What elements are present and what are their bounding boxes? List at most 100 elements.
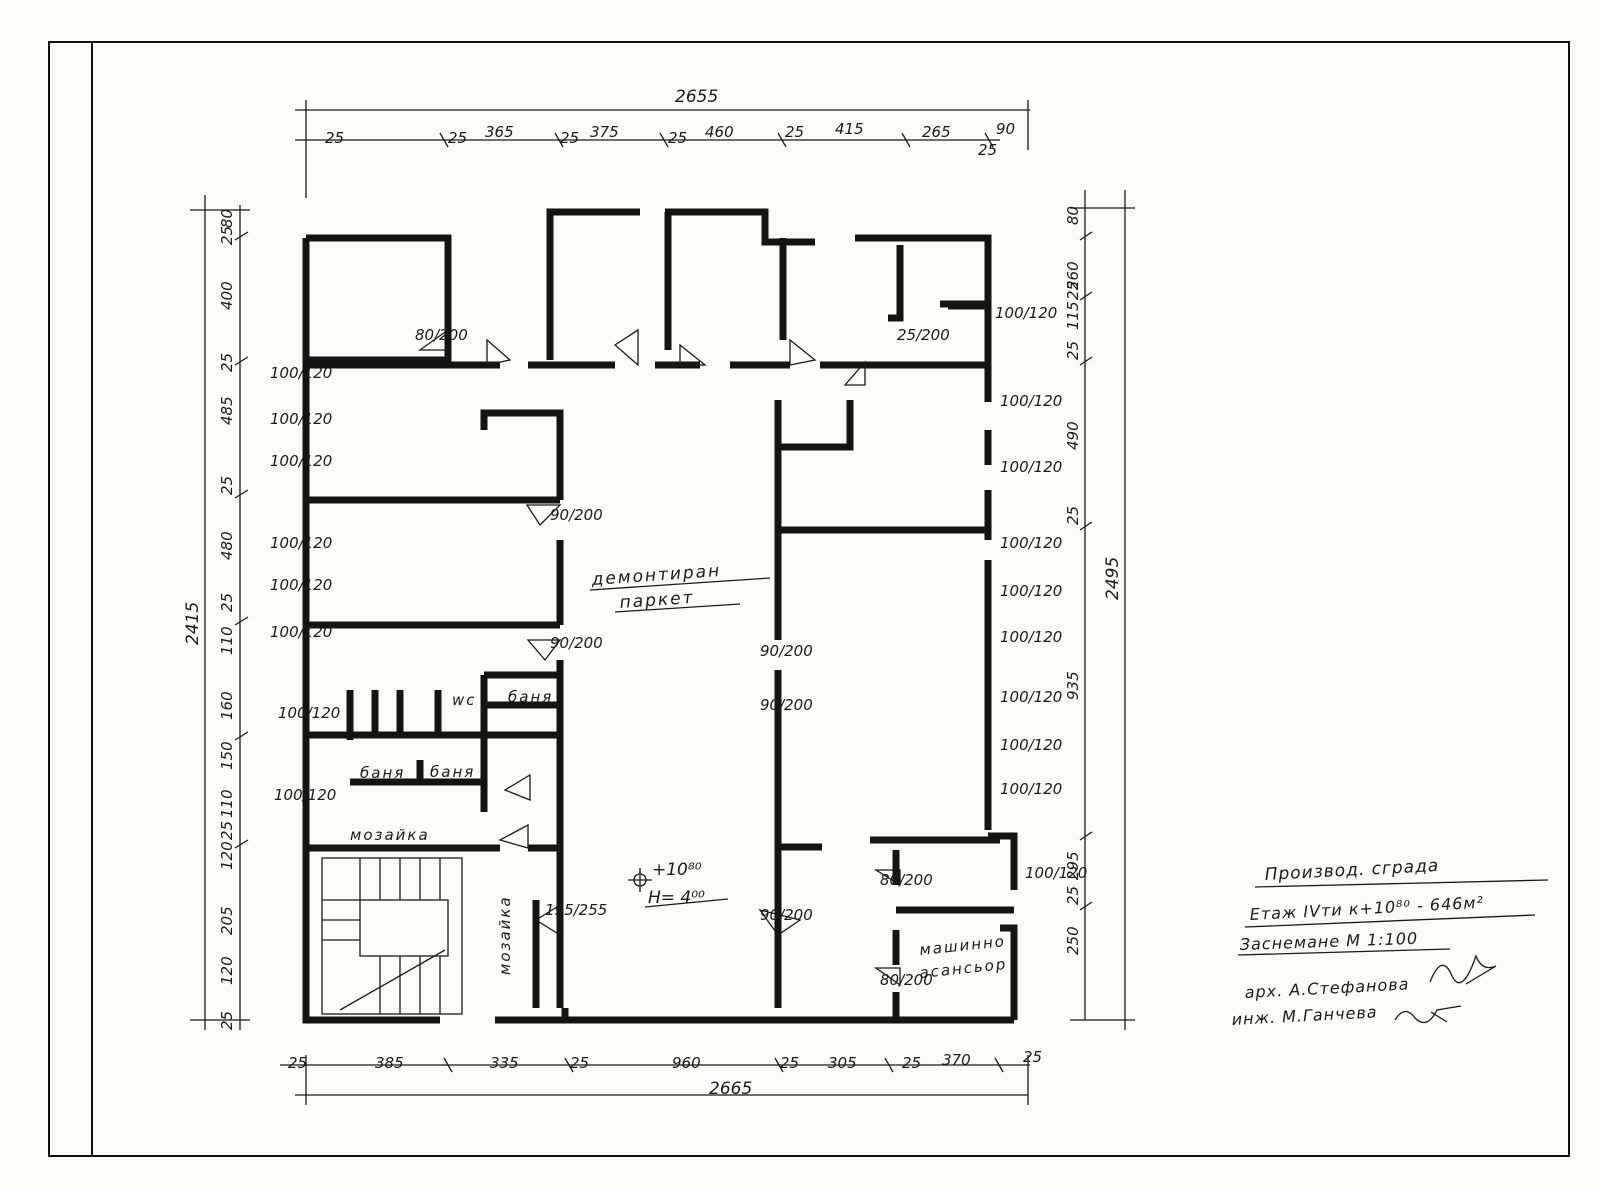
opening-size-label: 100/120 xyxy=(995,304,1057,322)
side-dim: 25 xyxy=(1064,341,1082,360)
opening-size-label: 100/120 xyxy=(1000,534,1062,552)
opening-size-label: 90/200 xyxy=(760,642,813,660)
side-dim: 480 xyxy=(218,531,236,560)
top-dim: 460 xyxy=(705,123,734,141)
side-dim: 25 xyxy=(1064,506,1082,525)
top-dim: 25 xyxy=(560,129,579,147)
door-swings xyxy=(417,328,901,987)
opening-size-label: 25/200 xyxy=(897,326,950,344)
room-label-mosaic-vertical: мозайка xyxy=(496,895,514,975)
opening-size-label: 100/120 xyxy=(1000,688,1062,706)
opening-size-label: 100/120 xyxy=(270,452,332,470)
room-label-mosaic: мозайка xyxy=(350,826,430,844)
opening-size-label: 80/200 xyxy=(880,871,933,889)
top-dim: 25 xyxy=(978,141,997,159)
side-dim: 25 xyxy=(218,593,236,612)
opening-size-label: 100/120 xyxy=(270,576,332,594)
side-dim: 80 xyxy=(1064,206,1082,225)
side-dim: 490 xyxy=(1064,421,1082,450)
bottom-dim: 335 xyxy=(490,1054,519,1072)
bottom-dim: 960 xyxy=(672,1054,701,1072)
top-dim: 265 xyxy=(922,123,951,141)
side-dim: 25 xyxy=(218,1011,236,1030)
total-dim: 2495 xyxy=(1103,557,1123,600)
bottom-dim: 370 xyxy=(942,1051,971,1069)
architect-signature xyxy=(1429,954,1497,985)
opening-annotations: 100/120 100/120 100/120 100/120 100/120 100/1… xyxy=(270,304,1087,989)
engineer-signature xyxy=(1394,1005,1462,1024)
side-dim: 120 xyxy=(218,841,236,870)
bottom-dim: 25 xyxy=(780,1054,799,1072)
side-dim: 295 xyxy=(1064,851,1082,880)
side-dim: 160 xyxy=(218,691,236,720)
side-dim: 150 xyxy=(218,741,236,770)
top-dim: 365 xyxy=(485,123,514,141)
room-label-bath: баня xyxy=(508,688,553,706)
room-label-wc: wc xyxy=(452,691,477,709)
top-dim: 25 xyxy=(668,129,687,147)
bottom-dim: 25 xyxy=(570,1054,589,1072)
side-dim: 25 xyxy=(1064,281,1082,300)
room-label-bath: баня xyxy=(430,763,475,781)
top-dim: 25 xyxy=(325,129,344,147)
opening-size-label: 90/200 xyxy=(760,906,813,924)
opening-size-label: 100/120 xyxy=(1025,864,1087,882)
bottom-dim: 385 xyxy=(375,1054,404,1072)
side-dim: 205 xyxy=(218,906,236,935)
top-dimensions: 2655 25 25 365 25 375 25 460 25 415 265 … xyxy=(325,87,1015,159)
top-total-dim: 2655 xyxy=(675,87,718,107)
side-dim: 115 xyxy=(1064,301,1082,330)
bottom-total-dim: 2665 xyxy=(709,1079,752,1099)
opening-size-label: 100/120 xyxy=(270,410,332,428)
building-walls xyxy=(302,208,1018,1024)
side-dim: 25 xyxy=(218,353,236,372)
bottom-dim: 25 xyxy=(288,1054,307,1072)
opening-size-label: 100/120 xyxy=(1000,628,1062,646)
title-block: Производ. сграда Етаж IVти к+10⁸⁰ - 646м… xyxy=(1231,856,1549,1029)
side-dim: 25 xyxy=(218,821,236,840)
opening-size-label: 100/120 xyxy=(270,364,332,382)
side-dim: 935 xyxy=(1064,671,1082,700)
side-dim: 110 xyxy=(218,626,236,655)
room-label-machine: машинно xyxy=(919,932,1007,959)
opening-size-label: 100/120 xyxy=(1000,582,1062,600)
architect-name: арх. А.Стефанова xyxy=(1244,974,1410,1002)
title-floor: Етаж IVти к+10⁸⁰ - 646м² xyxy=(1249,893,1484,924)
room-label-bath: баня xyxy=(360,764,405,782)
opening-size-label: 100/120 xyxy=(1000,780,1062,798)
side-dim: 110 xyxy=(218,789,236,818)
side-dim: 25 xyxy=(218,476,236,495)
opening-size-label: 80/200 xyxy=(880,971,933,989)
opening-size-label: 80/200 xyxy=(415,326,468,344)
opening-size-label: 100/120 xyxy=(274,786,336,804)
top-dim: 25 xyxy=(785,123,804,141)
opening-size-label: 100/120 xyxy=(270,623,332,641)
side-dim: 485 xyxy=(218,396,236,425)
opening-size-label: 100/120 xyxy=(270,534,332,552)
total-dim: 2415 xyxy=(183,602,203,645)
opening-size-label: 100/120 xyxy=(1000,458,1062,476)
top-dim: 90 xyxy=(996,120,1015,138)
bottom-dimensions: 25 385 335 25 960 25 305 25 370 25 2665 xyxy=(288,1048,1042,1099)
dimension-ticks xyxy=(234,132,1093,1073)
top-dim: 375 xyxy=(590,123,619,141)
level-mark: +10⁸⁰ xyxy=(652,860,702,880)
top-dim: 415 xyxy=(835,120,864,138)
side-dim: 120 xyxy=(218,956,236,985)
sheet-frame xyxy=(48,41,1570,1157)
dimension-lines xyxy=(190,100,1135,1105)
opening-size-label: 100/120 xyxy=(278,704,340,722)
bottom-dim: 305 xyxy=(828,1054,857,1072)
bottom-dim: 25 xyxy=(902,1054,921,1072)
side-dim: 25 xyxy=(218,226,236,245)
opening-size-label: 90/200 xyxy=(760,696,813,714)
side-dim: 25 xyxy=(1064,886,1082,905)
opening-size-label: 90/200 xyxy=(550,634,603,652)
staircase xyxy=(321,857,463,1015)
height-mark: H= 4⁰⁰ xyxy=(648,888,705,908)
engineer-name: инж. М.Ганчева xyxy=(1231,1002,1378,1029)
bottom-dim: 25 xyxy=(1023,1048,1042,1066)
